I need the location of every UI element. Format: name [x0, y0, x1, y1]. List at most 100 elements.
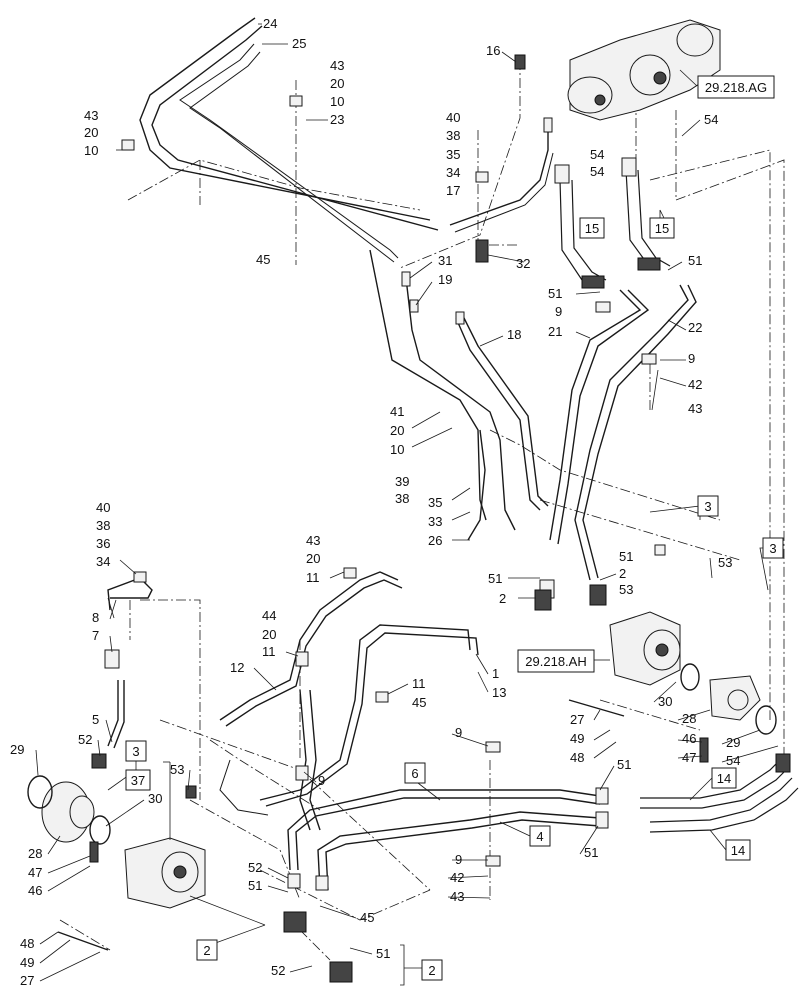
callout-label: 28 [682, 711, 696, 726]
callout-label: 54 [726, 753, 740, 768]
callout-label: 41 [390, 404, 404, 419]
callout-label: 51 [584, 845, 598, 860]
callout-label: 43 [688, 401, 702, 416]
callout-label: 16 [486, 43, 500, 58]
pump-left [41, 781, 206, 909]
callout-label: 51 [488, 571, 502, 586]
reference-box-label: 29.218.AH [525, 654, 586, 669]
callout-label: 29 [726, 735, 740, 750]
item-box-label: 14 [731, 843, 745, 858]
callout-label: 49 [20, 955, 34, 970]
callout-label: 22 [688, 320, 702, 335]
item-box-frame [125, 740, 147, 762]
callout-label: 30 [148, 791, 162, 806]
item-box-frame [579, 217, 605, 239]
callout-label: 52 [248, 860, 262, 875]
callout-label: 34 [446, 165, 460, 180]
callout-label: 18 [507, 327, 521, 342]
callout-label: 43 [330, 58, 344, 73]
item-box-label: 15 [655, 221, 669, 236]
item-box: 37 [125, 769, 151, 791]
fittings [57, 54, 791, 983]
item-box: 6 [404, 762, 426, 784]
pump-right [609, 611, 761, 721]
reference-box-frame [697, 75, 775, 99]
callout-label: 10 [84, 143, 98, 158]
callout-label: 11 [412, 676, 426, 691]
callout-label: 46 [28, 883, 42, 898]
callout-label: 23 [330, 112, 344, 127]
item-box: 15 [649, 217, 675, 239]
callout-label: 47 [28, 865, 42, 880]
item-box-frame [404, 762, 426, 784]
item-box: 14 [725, 839, 751, 861]
callout-label: 11 [262, 644, 276, 659]
callout-label: 31 [438, 253, 452, 268]
item-box: 2 [421, 959, 443, 981]
item-box-label: 6 [411, 766, 418, 781]
callout-label: 9 [318, 773, 325, 788]
callout-label: 51 [688, 253, 702, 268]
callout-label: 34 [96, 554, 110, 569]
callout-label: 49 [570, 731, 584, 746]
callout-label: 9 [455, 725, 462, 740]
callout-label: 42 [450, 870, 464, 885]
lower-hoses [287, 759, 799, 891]
callout-label: 51 [617, 757, 631, 772]
item-box-frame [196, 939, 218, 961]
item-box-label: 2 [203, 943, 210, 958]
callout-label: 27 [570, 712, 584, 727]
callout-label: 9 [688, 351, 695, 366]
callout-label: 43 [306, 533, 320, 548]
item-box-frame [125, 769, 151, 791]
item-box-label: 3 [769, 541, 776, 556]
item-box: 14 [711, 767, 737, 789]
center-lines [59, 60, 785, 961]
reference-box-frame [517, 649, 595, 673]
callout-label: 25 [292, 36, 306, 51]
reference-box[interactable]: 29.218.AG [697, 75, 775, 99]
callout-label: 51 [248, 878, 262, 893]
callout-label: 20 [262, 627, 276, 642]
item-box-frame [421, 959, 443, 981]
callout-label: 19 [438, 272, 452, 287]
callout-label: 28 [28, 846, 42, 861]
item-box-frame [711, 767, 737, 789]
item-box: 4 [529, 825, 551, 847]
item-box-frame [725, 839, 751, 861]
callout-label: 20 [390, 423, 404, 438]
callout-label: 7 [92, 628, 99, 643]
item-box: 15 [579, 217, 605, 239]
callout-label: 46 [682, 731, 696, 746]
callout-label: 32 [516, 256, 530, 271]
middle-steel-tubes [219, 571, 479, 831]
callout-label: 40 [446, 110, 460, 125]
callout-label: 38 [395, 491, 409, 506]
callout-label: 2 [499, 591, 506, 606]
callout-label: 51 [548, 286, 562, 301]
callout-label: 51 [376, 946, 390, 961]
reference-box-label: 29.218.AG [705, 80, 767, 95]
item-box-label: 2 [428, 963, 435, 978]
item-box-label: 15 [585, 221, 599, 236]
callout-label: 10 [330, 94, 344, 109]
callout-label: 11 [306, 570, 320, 585]
callout-label: 52 [271, 963, 285, 978]
callout-label: 12 [230, 660, 244, 675]
callout-label: 33 [428, 514, 442, 529]
item-box-label: 14 [717, 771, 731, 786]
callout-label: 38 [446, 128, 460, 143]
callout-label: 40 [96, 500, 110, 515]
left-tubes [107, 577, 153, 749]
callout-label: 26 [428, 533, 442, 548]
callout-label: 36 [96, 536, 110, 551]
callout-label: 47 [682, 750, 696, 765]
callout-label: 42 [688, 377, 702, 392]
item-box-label: 4 [536, 829, 543, 844]
item-box-frame [529, 825, 551, 847]
reference-boxes: 29.218.AG 29.218.AH [517, 75, 775, 673]
callout-label: 53 [718, 555, 732, 570]
reference-box[interactable]: 29.218.AH [517, 649, 595, 673]
callout-label: 8 [92, 610, 99, 625]
